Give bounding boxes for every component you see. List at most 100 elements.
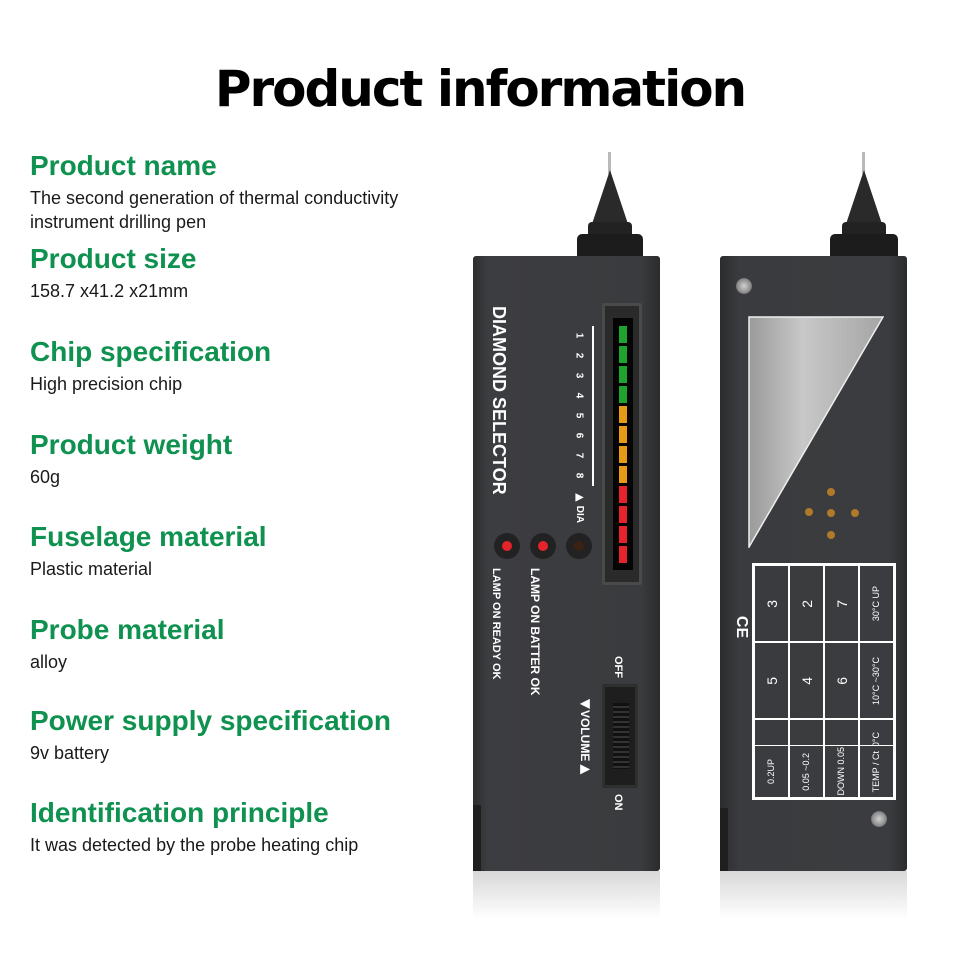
table-cell: 0.05 ~0.2 [789, 745, 824, 798]
screw-icon [871, 811, 887, 827]
scale-line [592, 326, 594, 486]
page-title: Product information [214, 60, 747, 118]
cell-text: 4 [798, 676, 815, 685]
lamp-battery-label: LAMP ON BATTER OK [528, 568, 542, 696]
probe-cone [846, 170, 882, 224]
table-cell: 4 [789, 642, 824, 719]
ready-lamp [494, 533, 520, 559]
cell-text: DOWN 0.05 [835, 747, 846, 796]
meter-segment [619, 506, 627, 523]
spec-product-name: Product name The second generation of th… [30, 150, 460, 234]
meter-segment [619, 406, 627, 423]
spec-power: Power supply specification 9v battery [30, 705, 460, 765]
scale-number: 5 [573, 412, 585, 419]
dia-label: ▶ DIA [574, 492, 585, 523]
ce-mark: CE [733, 615, 751, 639]
table-cell: DOWN 0.05 [824, 745, 859, 798]
battery-cover-edge [720, 808, 728, 871]
spec-fuselage: Fuselage material Plastic material [30, 521, 460, 581]
meter-segment [619, 446, 627, 463]
meter-segment [619, 326, 627, 343]
cell-text: 30°C UP [870, 585, 881, 622]
spec-value: The second generation of thermal conduct… [30, 186, 460, 234]
meter-segment [619, 526, 627, 543]
spec-value-line: instrument drilling pen [30, 212, 207, 232]
contact-dot [827, 488, 835, 496]
spec-value: 60g [30, 467, 61, 487]
spec-label: Product weight [30, 429, 233, 460]
cell-text: 7 [833, 599, 850, 608]
spec-label: Identification principle [30, 797, 329, 828]
cell-text: 2 [798, 599, 815, 608]
led-meter [602, 303, 642, 585]
spec-label: Product name [30, 150, 217, 181]
spec-probe: Probe material alloy [30, 614, 460, 674]
spec-label: Power supply specification [30, 705, 391, 736]
meter-segment [619, 386, 627, 403]
meter-display [613, 318, 633, 570]
volume-label: ◀VOLUME▶ [578, 696, 592, 776]
spec-value: Plastic material [30, 559, 153, 579]
cell-text: 10°C ~30°C [870, 656, 881, 705]
table-cell: 7 [824, 565, 859, 642]
battery-cover-edge [473, 805, 481, 871]
battery-lamp [530, 533, 556, 559]
spec-value-line: The second generation of thermal conduct… [30, 188, 399, 208]
switch-on-label: ON [612, 794, 624, 811]
probe-base [830, 234, 898, 256]
led-red [538, 541, 548, 551]
reflection [720, 871, 907, 919]
scale-number: 2 [573, 352, 585, 359]
switch-off-label: OFF [612, 656, 624, 678]
spec-value: 9v battery [30, 743, 110, 763]
spec-label: Fuselage material [30, 521, 267, 552]
meter-segment [619, 426, 627, 443]
table-cell: 6 [824, 642, 859, 719]
cell-text: 0.05 ~0.2 [800, 752, 811, 791]
table-cell: TEMP / Ct [859, 745, 894, 798]
spec-label: Product size [30, 243, 197, 274]
volume-switch[interactable] [602, 684, 638, 788]
spec-value: High precision chip [30, 374, 183, 394]
lamp-ready-label: LAMP ON READY OK [490, 568, 502, 680]
probe-needle [608, 152, 611, 174]
spec-value: 158.7 x41.2 x21mm [30, 281, 189, 301]
contact-dot [827, 509, 835, 517]
table-cell: 3 [754, 565, 789, 642]
screw-icon [736, 278, 752, 294]
meter-segment [619, 486, 627, 503]
meter-segment [619, 366, 627, 383]
spec-chip: Chip specification High precision chip [30, 336, 460, 396]
scale-number: 8 [573, 472, 585, 479]
led-red [502, 541, 512, 551]
cell-text: TEMP / Ct [870, 750, 881, 793]
scale-number: 3 [573, 372, 585, 379]
table-cell: 30°C UP [859, 565, 894, 642]
scale-number: 1 [573, 332, 585, 339]
cell-text: 0.2UP [765, 758, 776, 784]
scale-number: 7 [573, 452, 585, 459]
spec-value: It was detected by the probe heating chi… [30, 835, 359, 855]
contact-dot [805, 508, 813, 516]
meter-segment [619, 346, 627, 363]
volume-wheel[interactable] [613, 703, 629, 769]
scale-number: 4 [573, 392, 585, 399]
spec-value: alloy [30, 652, 68, 672]
table-cell: 0.2UP [754, 745, 789, 798]
contact-dot [827, 531, 835, 539]
probe-cone [592, 170, 628, 224]
cell-text: 5 [763, 676, 780, 685]
probe-needle [862, 152, 865, 174]
spec-principle: Identification principle It was detected… [30, 797, 460, 857]
table-cell: 5 [754, 642, 789, 719]
cell-text: 6 [833, 676, 850, 685]
table-cell: 10°C ~30°C [859, 642, 894, 719]
spec-label: Chip specification [30, 336, 272, 367]
cell-text: 3 [763, 599, 780, 608]
brand-label: DIAMOND SELECTOR [489, 306, 509, 495]
spec-label: Probe material [30, 614, 225, 645]
meter-segment [619, 466, 627, 483]
meter-segment [619, 546, 627, 563]
probe-base [577, 234, 643, 256]
spec-weight: Product weight 60g [30, 429, 460, 489]
